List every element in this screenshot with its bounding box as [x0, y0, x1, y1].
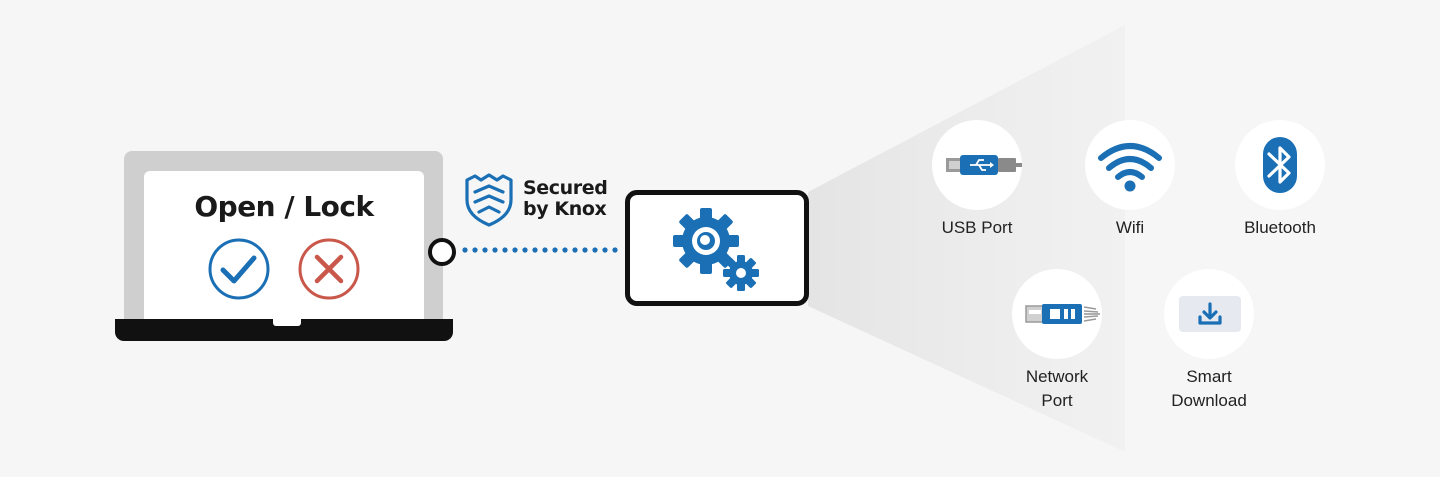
knox-label: Secured by Knox — [523, 177, 608, 220]
dotted-connection — [462, 247, 618, 253]
port-ring — [428, 238, 456, 266]
laptop-title: Open / Lock — [194, 190, 374, 223]
feature-bubble — [1164, 269, 1254, 359]
bluetooth-label: Bluetooth — [1244, 218, 1316, 237]
feature-bubble — [1085, 120, 1175, 210]
laptop-notch — [273, 319, 301, 326]
usb-icon — [946, 155, 1022, 175]
feature-bubble — [1012, 269, 1102, 359]
laptop-screen — [144, 171, 424, 321]
x-circle-icon[interactable] — [297, 238, 361, 300]
feature-wifi[interactable]: Wifi — [1040, 120, 1220, 240]
wifi-icon — [1098, 143, 1162, 192]
feature-usb-port[interactable]: USB Port — [887, 120, 1067, 240]
feature-bubble — [1235, 120, 1325, 210]
wifi-label: Wifi — [1115, 218, 1145, 237]
ethernet-icon — [1025, 304, 1100, 324]
network-port-label-line2: Port — [1041, 391, 1073, 410]
check-circle-icon[interactable] — [207, 238, 271, 300]
feature-network-port[interactable]: Network Port — [967, 269, 1147, 413]
feature-smart-download[interactable]: Smart Download — [1119, 269, 1299, 413]
bluetooth-icon — [1263, 137, 1297, 193]
download-icon — [1179, 296, 1241, 332]
smart-download-label-line1: Smart — [1186, 367, 1232, 386]
shield-icon — [465, 173, 513, 227]
gears-icon — [673, 208, 759, 291]
smart-download-label-line2: Download — [1171, 391, 1247, 410]
knox-label-line2: by Knox — [523, 198, 607, 220]
network-port-label: Network Port — [967, 365, 1147, 413]
feature-bluetooth[interactable]: Bluetooth — [1190, 120, 1370, 240]
feature-bubble — [932, 120, 1022, 210]
laptop-base — [115, 319, 453, 341]
usb-port-label: USB Port — [941, 218, 1013, 237]
network-port-label-line1: Network — [1025, 367, 1089, 386]
smart-download-label: Smart Download — [1119, 365, 1299, 413]
knox-label-line1: Secured — [523, 177, 608, 199]
